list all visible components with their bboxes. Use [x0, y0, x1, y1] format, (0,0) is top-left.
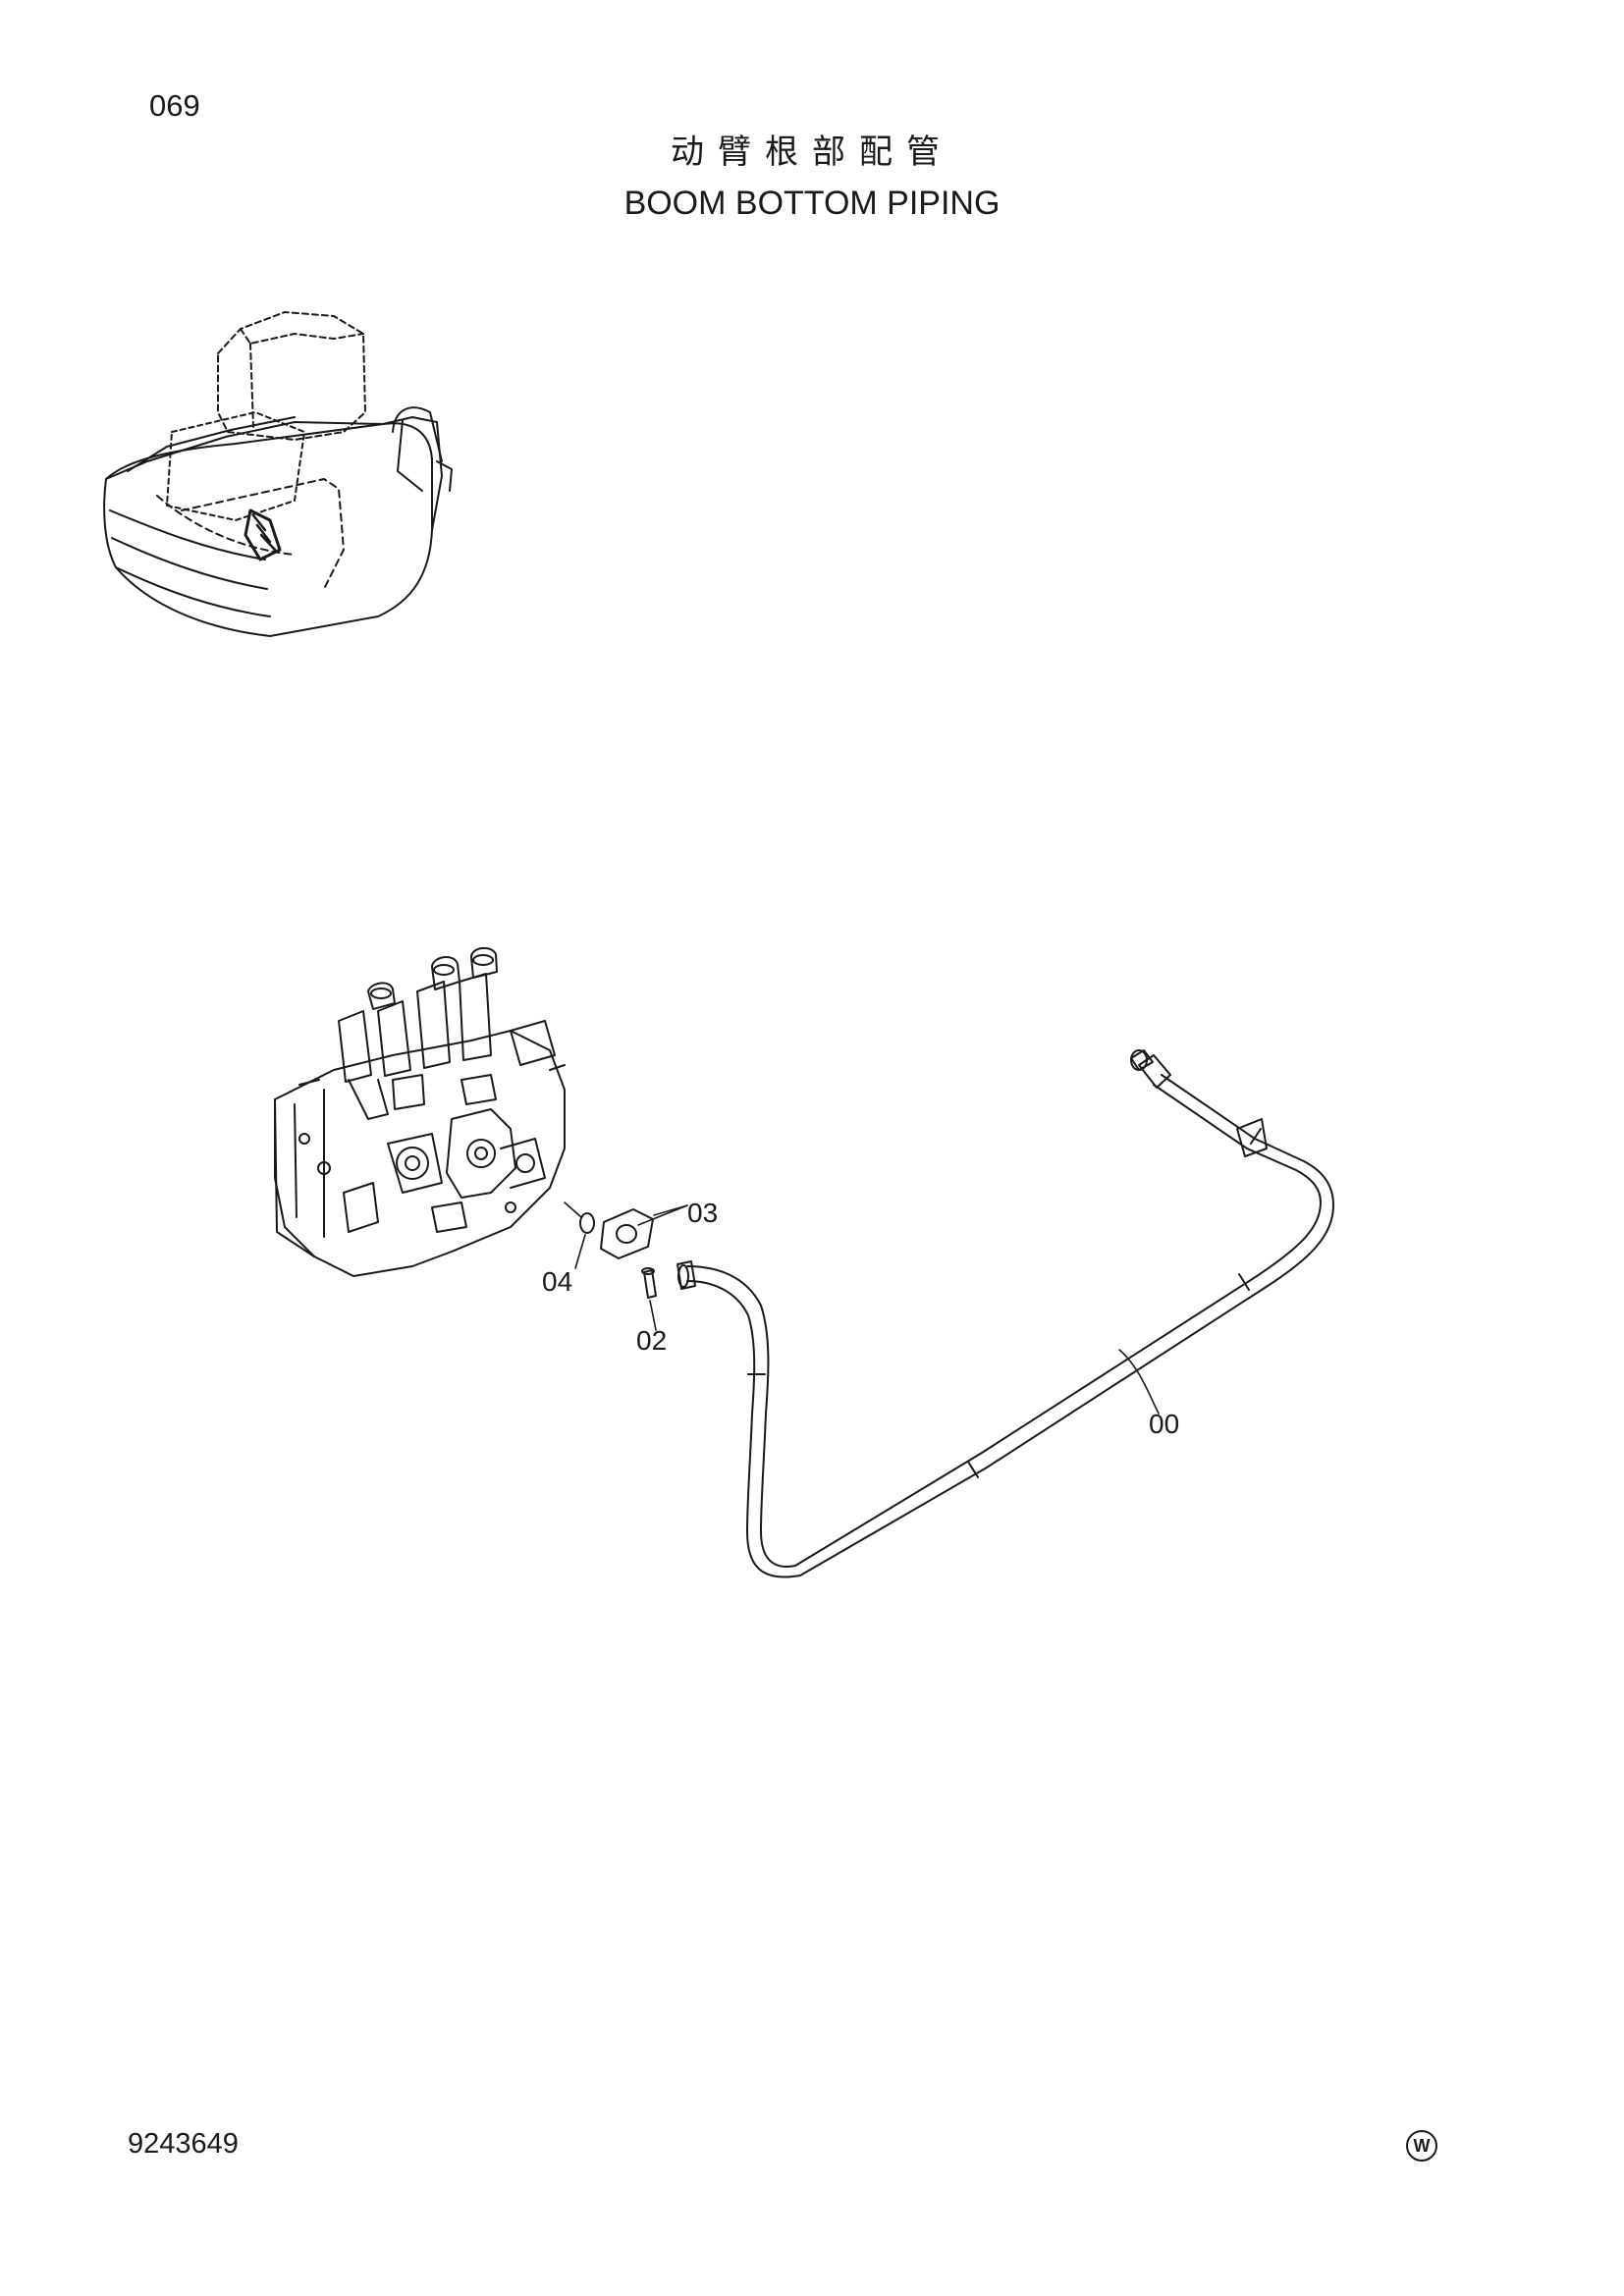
pipe-part-00	[677, 1049, 1334, 1578]
control-valve-drawing	[274, 946, 566, 1277]
split-flange-part-03	[600, 1208, 654, 1259]
title-chinese: 动臂根部配管	[671, 133, 953, 172]
o-ring-part-04	[579, 1212, 595, 1234]
title-english: BOOM BOTTOM PIPING	[623, 185, 1001, 222]
machine-overview-drawing	[103, 311, 453, 637]
page-number: 069	[149, 88, 200, 123]
leader-lines	[564, 1201, 1160, 1415]
document-number: 9243649	[128, 2128, 239, 2160]
bolt-part-02	[641, 1267, 657, 1299]
callout-00: 00	[1149, 1409, 1180, 1439]
callout-03: 03	[687, 1198, 719, 1228]
w-mark-icon: W	[1406, 2130, 1437, 2162]
callout-04: 04	[542, 1266, 573, 1297]
callout-02: 02	[636, 1325, 668, 1356]
